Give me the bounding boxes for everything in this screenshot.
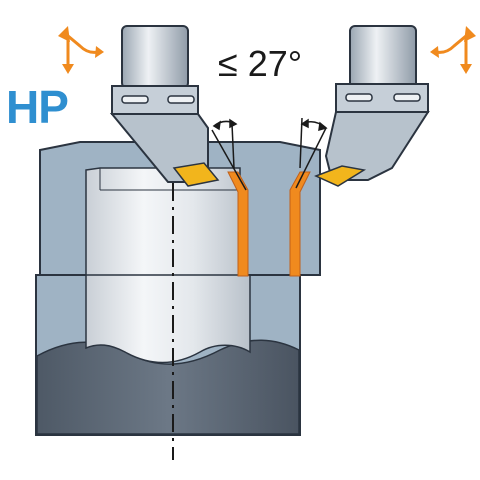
right-boring-tool xyxy=(314,25,430,187)
right-tool-holder xyxy=(324,111,430,181)
bore-cavity xyxy=(85,167,251,364)
left-boring-tool xyxy=(109,25,220,187)
left-tool-insert xyxy=(172,162,220,187)
machined-surface-left xyxy=(227,171,249,277)
left-tool-shank xyxy=(121,25,189,89)
angle-indicator-right xyxy=(295,117,328,189)
angle-indicator-left xyxy=(211,118,247,191)
hp-label: HP xyxy=(6,81,69,133)
machined-surface-right xyxy=(289,171,311,277)
right-tool-insert xyxy=(314,165,367,187)
right-tool-shank xyxy=(349,25,417,89)
angle-label: ≤ 27° xyxy=(218,43,303,84)
rotate-arrow-icon xyxy=(430,26,476,74)
rotate-arrow-icon xyxy=(58,26,104,74)
